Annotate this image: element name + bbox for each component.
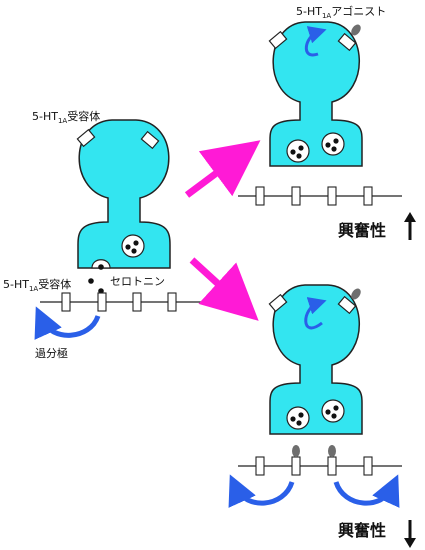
receptor-rect: [268, 30, 288, 50]
hyperpolarization-label: 過分極: [35, 346, 68, 360]
signal-arrow: [304, 26, 327, 57]
receptor-rect: [140, 130, 160, 150]
receptor-rect: [337, 32, 357, 52]
vesicle: [121, 234, 145, 258]
serotonin-dot: [88, 278, 94, 284]
vesicle: [321, 132, 345, 156]
excitability-up-label: 興奮性: [338, 221, 386, 240]
agonist-label: 5-HT1Aアゴニスト: [296, 4, 386, 20]
arrow-down-icon: [404, 520, 416, 548]
agonist-molecule: [351, 288, 361, 300]
vesicle: [286, 406, 310, 430]
receptor-label-bottom: 5-HT1A受容体: [3, 277, 71, 293]
excitability-down-label: 興奮性: [338, 521, 386, 540]
arrow-up-icon: [404, 212, 416, 240]
serotonin-dot: [98, 264, 104, 270]
vesicle: [321, 399, 345, 423]
receptor-rect: [337, 295, 357, 315]
hyperpolarization-arrow: [228, 474, 295, 508]
hyperpolarization-arrow: [34, 306, 101, 340]
receptor-rect: [268, 293, 288, 313]
serotonin-label: セロトニン: [110, 275, 165, 288]
agonist-molecule: [351, 24, 361, 36]
top-right-membrane: [238, 186, 402, 206]
bottom-right-membrane: [228, 445, 402, 508]
bottom-right-neuron: [268, 284, 363, 435]
hyperpolarization-arrow: [333, 474, 400, 508]
agonist-molecule: [292, 445, 300, 457]
pink-arrow-down: [189, 257, 259, 321]
serotonin-dot: [98, 288, 104, 294]
vesicle: [286, 139, 310, 163]
receptor-rect: [76, 128, 96, 148]
agonist-molecule: [328, 445, 336, 457]
signal-arrow: [304, 297, 327, 330]
receptor-label-top: 5-HT1A受容体: [32, 109, 100, 125]
pink-arrow-up: [184, 140, 261, 198]
left-membrane: [34, 292, 205, 340]
left-neuron: [76, 119, 171, 294]
top-right-neuron: [268, 21, 363, 167]
